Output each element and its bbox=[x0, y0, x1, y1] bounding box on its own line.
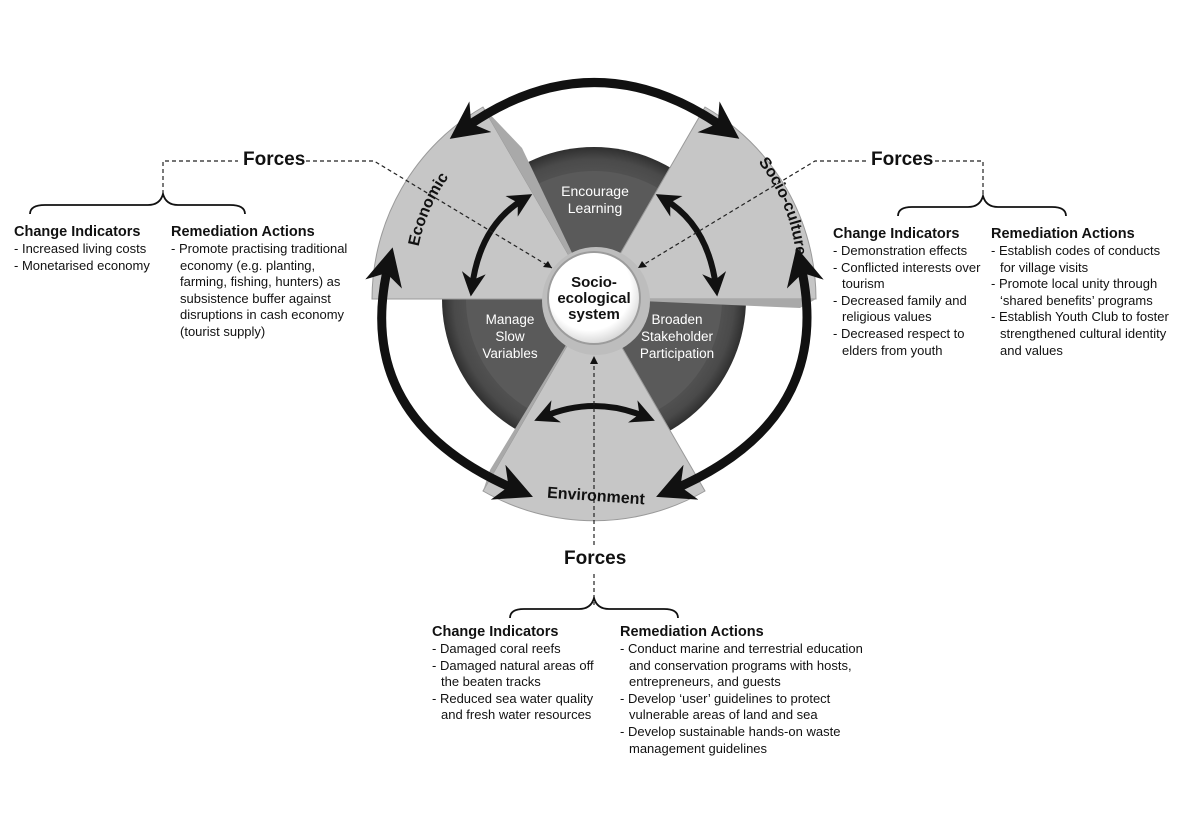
arrow-economic-socioculture bbox=[449, 78, 740, 139]
socio-culture-remediation-actions-list: Establish codes of conducts for village … bbox=[991, 243, 1176, 359]
list-item: Promote local unity through ‘shared bene… bbox=[991, 276, 1176, 309]
environment-remediation-actions-list: Conduct marine and terrestrial education… bbox=[620, 641, 875, 757]
arrow-learning-slow-variables bbox=[461, 194, 533, 297]
list-item: Promote practising traditional economy (… bbox=[171, 241, 359, 341]
list-item: Damaged coral reefs bbox=[432, 641, 604, 658]
economic-remediation-actions-title: Remediation Actions bbox=[171, 224, 315, 240]
segment-participation-line3: Participation bbox=[640, 346, 714, 361]
list-item: Damaged natural areas off the beaten tra… bbox=[432, 658, 604, 691]
environment-change-indicators-title: Change Indicators bbox=[432, 624, 559, 640]
segment-slow-variables-line3: Variables bbox=[482, 346, 538, 361]
segment-slow-variables-line1: Manage bbox=[486, 312, 535, 327]
segment-learning-line2: Learning bbox=[568, 200, 623, 216]
socio-culture-change-indicators-title: Change Indicators bbox=[833, 226, 960, 242]
sector-shadow bbox=[483, 107, 594, 299]
segment-slow-variables-line2: Slow bbox=[495, 329, 525, 344]
label-environment: Environment bbox=[547, 485, 646, 509]
arrowhead-economic bbox=[543, 261, 552, 268]
list-item: Demonstration effects bbox=[833, 243, 983, 260]
list-item: Develop sustainable hands-on waste manag… bbox=[620, 724, 875, 757]
list-item: Establish codes of conducts for village … bbox=[991, 243, 1176, 276]
center-circle bbox=[547, 251, 641, 345]
brace-environment bbox=[509, 594, 679, 619]
environment-change-indicators-list: Damaged coral reefs Damaged natural area… bbox=[432, 641, 604, 724]
list-item: Increased living costs bbox=[14, 241, 164, 258]
forces-environment-title: Forces bbox=[564, 548, 627, 569]
center-label-line3: system bbox=[568, 306, 620, 323]
list-item: Monetarised economy bbox=[14, 258, 164, 275]
segment-participation-line2: Stakeholder bbox=[641, 329, 714, 344]
segment-learning-line1: Encourage bbox=[561, 183, 629, 199]
arrow-socioculture-environment bbox=[656, 247, 824, 500]
economic-change-indicators-list: Increased living costs Monetarised econo… bbox=[14, 241, 164, 274]
center-label-line2: ecological bbox=[557, 290, 630, 307]
brace-socio-culture bbox=[897, 192, 1067, 217]
list-item: Conflicted interests over tourism bbox=[833, 260, 983, 293]
arrow-learning-participation bbox=[655, 194, 727, 297]
arrow-economic-environment bbox=[365, 247, 533, 500]
arrow-slow-variables-participation bbox=[534, 400, 655, 423]
brace-economic bbox=[29, 190, 246, 215]
list-item: Decreased family and religious values bbox=[833, 293, 983, 326]
socio-culture-remediation-actions-title: Remediation Actions bbox=[991, 226, 1135, 242]
arrowhead-socio-culture bbox=[638, 261, 647, 268]
segment-participation-line1: Broaden bbox=[651, 312, 702, 327]
economic-change-indicators-title: Change Indicators bbox=[14, 224, 141, 240]
arrowhead-environment bbox=[590, 356, 598, 364]
list-item: Decreased respect to elders from youth bbox=[833, 326, 983, 359]
list-item: Establish Youth Club to foster strengthe… bbox=[991, 309, 1176, 359]
center-label-line1: Socio- bbox=[571, 274, 617, 291]
list-item: Reduced sea water quality and fresh wate… bbox=[432, 691, 604, 724]
forces-economic-title: Forces bbox=[243, 149, 306, 170]
list-item: Conduct marine and terrestrial education… bbox=[620, 641, 875, 691]
connector-socio-culture bbox=[637, 160, 984, 269]
connector-economic bbox=[162, 160, 553, 269]
list-item: Develop ‘user’ guidelines to protect vul… bbox=[620, 691, 875, 724]
environment-remediation-actions-title: Remediation Actions bbox=[620, 624, 764, 640]
forces-socio-culture-title: Forces bbox=[871, 149, 934, 170]
economic-remediation-actions-list: Promote practising traditional economy (… bbox=[171, 241, 359, 341]
socio-culture-change-indicators-list: Demonstration effects Conflicted interes… bbox=[833, 243, 983, 359]
